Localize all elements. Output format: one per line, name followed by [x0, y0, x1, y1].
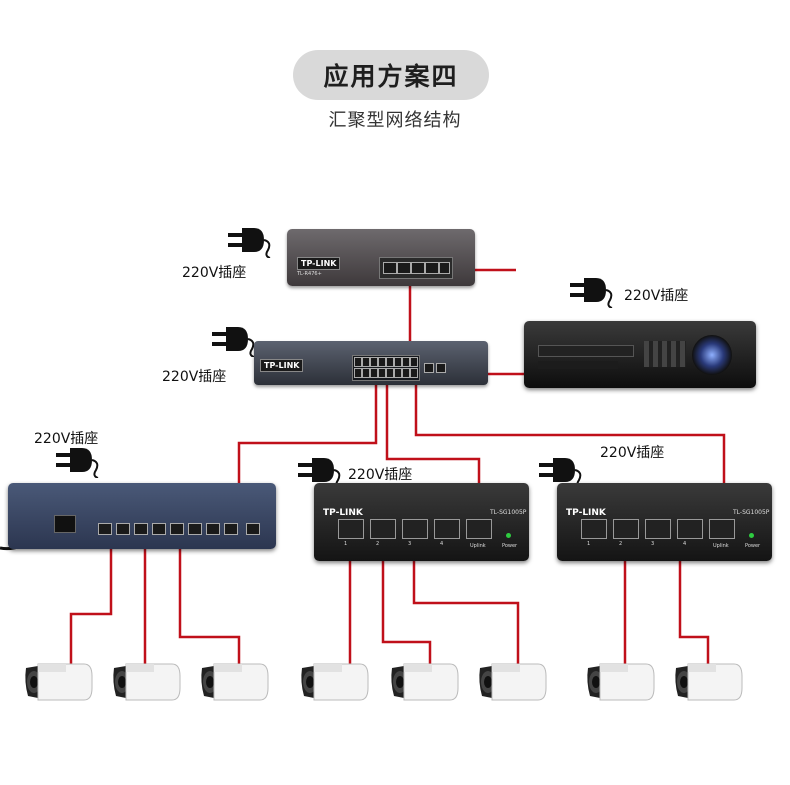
- nvr-power-label: 220V插座: [624, 288, 689, 304]
- right-power-led: [749, 533, 754, 538]
- right-power-label: Power: [745, 543, 761, 549]
- bullet-camera-icon: [587, 663, 655, 701]
- right-port-label-1: 1: [587, 541, 591, 547]
- middle-port-label-3: 3: [408, 541, 412, 547]
- nvr-keypad: [644, 341, 686, 367]
- core-switch-power-label: 220V插座: [162, 369, 227, 385]
- router-port-block: [379, 257, 453, 279]
- power-plug-icon: [228, 228, 271, 258]
- bullet-camera-icon: [201, 663, 269, 701]
- nvr-recorder: [524, 321, 756, 388]
- middle-cam3-cable: [412, 536, 520, 665]
- core-switch-brand: TP-LINK: [260, 359, 304, 372]
- right-switch-brand: TP-LINK: [566, 508, 606, 518]
- middle-switch-power-label: 220V插座: [348, 467, 413, 483]
- middle-port-label-4: 4: [440, 541, 444, 547]
- core-to-right-switch-cable: [414, 382, 726, 520]
- middle-port-label-2: 2: [376, 541, 380, 547]
- middle-switch-model: TL-SG1005P: [490, 509, 527, 516]
- bullet-camera-icon: [675, 663, 743, 701]
- nvr-drive-bay: [538, 345, 634, 357]
- left-cam1-cable: [69, 536, 113, 665]
- bullet-camera-icon: [25, 663, 93, 701]
- nvr-jog-dial: [692, 335, 732, 375]
- diagram-subtitle: 汇聚型网络结构: [328, 110, 462, 131]
- middle-power-label: Power: [502, 543, 518, 549]
- middle-port-label-1: 1: [344, 541, 348, 547]
- power-plug-icon: [570, 278, 613, 308]
- middle-poe-switch: TP-LINK TL-SG1005P 1 2 3 4 Uplink Power: [314, 483, 529, 561]
- core-to-left-switch-cable: [237, 382, 378, 484]
- core-switch: TP-LINK: [254, 341, 488, 385]
- bullet-camera-icon: [113, 663, 181, 701]
- left-switch-power-label: 220V插座: [34, 431, 99, 447]
- power-plug-icon: [56, 448, 99, 478]
- bullet-camera-icon: [391, 663, 459, 701]
- router-power-label: 220V插座: [182, 265, 247, 281]
- middle-switch-brand: TP-LINK: [323, 508, 363, 518]
- router-model: TL-R476+: [297, 271, 322, 277]
- router: TP-LINK TL-R476+: [287, 229, 475, 286]
- left-switch-port-row: [98, 523, 268, 539]
- right-port-label-4: 4: [683, 541, 687, 547]
- power-plug-icon: [539, 458, 582, 488]
- right-port-label-2: 2: [619, 541, 623, 547]
- power-plug-icon: [298, 458, 341, 488]
- bullet-camera-icon: [301, 663, 369, 701]
- diagram-title: 应用方案四: [293, 50, 489, 100]
- left-switch-power-socket: [54, 515, 76, 533]
- power-plug-icon: [212, 327, 255, 357]
- middle-uplink-label: Uplink: [470, 543, 486, 549]
- middle-power-led: [506, 533, 511, 538]
- nvr-indicator-row: [538, 361, 618, 369]
- bullet-camera-icon: [479, 663, 547, 701]
- router-brand: TP-LINK: [297, 257, 341, 270]
- middle-cam2-cable: [381, 536, 432, 665]
- right-cam2-cable: [678, 536, 710, 665]
- left-switch: [8, 483, 276, 549]
- right-port-label-3: 3: [651, 541, 655, 547]
- right-switch-power-label: 220V插座: [600, 445, 665, 461]
- core-switch-port-block: [352, 355, 420, 381]
- right-poe-switch: TP-LINK TL-SG1005P 1 2 3 4 Uplink Power: [557, 483, 772, 561]
- left-cam3-cable: [178, 536, 241, 665]
- right-uplink-label: Uplink: [713, 543, 729, 549]
- right-switch-model: TL-SG1005P: [733, 509, 770, 516]
